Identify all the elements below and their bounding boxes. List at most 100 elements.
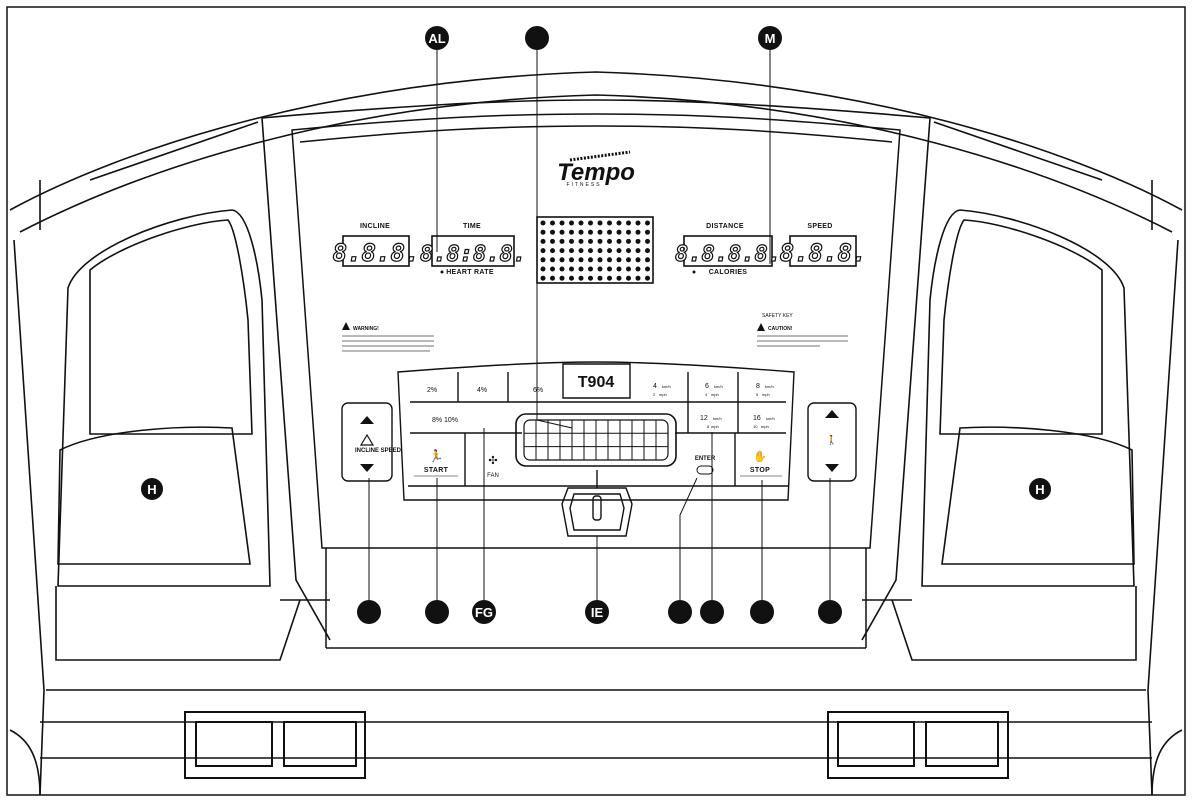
matrix-dot xyxy=(559,229,565,235)
callout-markers: AL M H H FG I xyxy=(141,26,1051,624)
matrix-dot xyxy=(540,275,546,281)
matrix-dot xyxy=(559,266,565,272)
enter-button[interactable]: ENTER xyxy=(695,456,716,475)
matrix-dot xyxy=(645,238,650,244)
matrix-dot xyxy=(569,266,574,272)
matrix-dot xyxy=(569,229,574,235)
matrix-dot xyxy=(578,275,584,281)
matrix-dot xyxy=(597,229,603,235)
matrix-dot xyxy=(607,248,612,254)
start-button[interactable]: 🏃 START xyxy=(414,449,458,477)
matrix-dot xyxy=(597,238,603,244)
matrix-dot xyxy=(616,266,622,272)
svg-text:16: 16 xyxy=(753,415,761,422)
svg-text:km/h: km/h xyxy=(662,384,671,389)
svg-text:mph: mph xyxy=(659,392,667,397)
incline-preset-8-10[interactable]: 8% 10% xyxy=(432,417,458,424)
speed-preset-key[interactable]: 16 km/h 10 mph xyxy=(753,415,775,429)
svg-text:M: M xyxy=(765,31,776,46)
speed-preset-key[interactable]: 6 km/h 4 mph xyxy=(705,383,723,397)
runner-icon: 🏃 xyxy=(429,449,444,463)
svg-text:H: H xyxy=(147,482,156,497)
right-cup-holders xyxy=(827,711,1009,779)
matrix-dot xyxy=(607,220,612,226)
svg-text:km/h: km/h xyxy=(765,384,774,389)
svg-text:4: 4 xyxy=(653,383,657,390)
speed-up-icon[interactable] xyxy=(825,410,839,418)
logo-sub: FITNESS xyxy=(566,182,601,188)
svg-text:km/h: km/h xyxy=(766,416,775,421)
incline-display-label: INCLINE xyxy=(360,223,390,230)
incline-preset-2[interactable]: 2% xyxy=(427,387,437,394)
callout-ie: IE xyxy=(585,600,609,624)
safety-key-slot[interactable] xyxy=(561,470,633,537)
matrix-dot xyxy=(550,275,555,281)
calories-label: CALORIES xyxy=(709,269,748,276)
svg-text:mph: mph xyxy=(762,392,770,397)
warning-label-left: WARNING! xyxy=(342,322,434,352)
callout-top-middle xyxy=(525,26,549,50)
incline-preset-6[interactable]: 6% xyxy=(533,387,543,394)
matrix-dot xyxy=(607,229,612,235)
matrix-dot xyxy=(616,220,622,226)
incline-up-icon[interactable] xyxy=(360,416,374,424)
matrix-dot xyxy=(540,266,546,272)
speed-display: SPEED 8.8.8. xyxy=(779,223,867,268)
fan-label: FAN xyxy=(487,473,499,479)
matrix-dot xyxy=(559,238,565,244)
speed-down-icon[interactable] xyxy=(825,464,839,472)
matrix-dot xyxy=(559,257,565,263)
matrix-dot xyxy=(550,229,555,235)
svg-text:km/h: km/h xyxy=(713,416,722,421)
distance-display-label: DISTANCE xyxy=(706,223,744,230)
matrix-dot xyxy=(588,275,593,281)
svg-text:H: H xyxy=(1035,482,1044,497)
svg-text:6: 6 xyxy=(705,383,709,390)
left-cup-holders xyxy=(184,711,366,779)
safety-key-label: SAFETY KEY xyxy=(762,313,793,319)
matrix-dot xyxy=(578,238,584,244)
stop-label: STOP xyxy=(750,467,770,474)
dot-matrix-display xyxy=(536,216,654,284)
heart-rate-label: HEART RATE xyxy=(446,269,494,276)
matrix-dot xyxy=(616,229,622,235)
matrix-dot xyxy=(578,257,584,263)
matrix-dot xyxy=(540,238,546,244)
display-panel xyxy=(291,113,901,649)
matrix-dot xyxy=(626,220,631,226)
matrix-dot xyxy=(550,266,555,272)
svg-text:FG: FG xyxy=(475,605,493,620)
matrix-dot xyxy=(635,248,641,254)
svg-text:AL: AL xyxy=(428,31,445,46)
stop-button[interactable]: ✋ STOP xyxy=(740,450,782,477)
fan-button[interactable]: ✣ FAN xyxy=(487,455,499,479)
matrix-dot xyxy=(578,229,584,235)
speed-preset-key[interactable]: 12 km/h 8 mph xyxy=(700,415,722,429)
brand-logo: Tempo FITNESS xyxy=(557,150,635,188)
matrix-dot xyxy=(645,275,650,281)
svg-text:mph: mph xyxy=(711,392,719,397)
callout-bottom-6 xyxy=(700,600,724,624)
matrix-dot xyxy=(597,266,603,272)
matrix-dot xyxy=(559,275,565,281)
incline-down-icon[interactable] xyxy=(360,464,374,472)
speed-preset-key[interactable]: 8 km/h 5 mph xyxy=(756,383,774,397)
matrix-dot xyxy=(616,257,622,263)
logo-word: Tempo xyxy=(557,159,635,186)
speed-display-value: 8.8.8. xyxy=(780,239,867,267)
matrix-dot xyxy=(626,275,631,281)
matrix-dot xyxy=(569,275,574,281)
speed-display-label: SPEED xyxy=(807,223,832,230)
matrix-dot xyxy=(540,229,546,235)
time-display-label: TIME xyxy=(463,223,481,230)
walker-icon: 🚶 xyxy=(826,434,837,445)
svg-text:mph: mph xyxy=(761,424,769,429)
svg-text:8: 8 xyxy=(756,383,760,390)
right-handle xyxy=(862,209,1137,661)
incline-preset-4[interactable]: 4% xyxy=(477,387,487,394)
matrix-dot xyxy=(597,220,603,226)
svg-text:km/h: km/h xyxy=(714,384,723,389)
console-hood xyxy=(9,71,1183,641)
svg-text:8: 8 xyxy=(707,424,710,429)
speed-preset-key[interactable]: 4 km/h 2 mph xyxy=(653,383,671,397)
